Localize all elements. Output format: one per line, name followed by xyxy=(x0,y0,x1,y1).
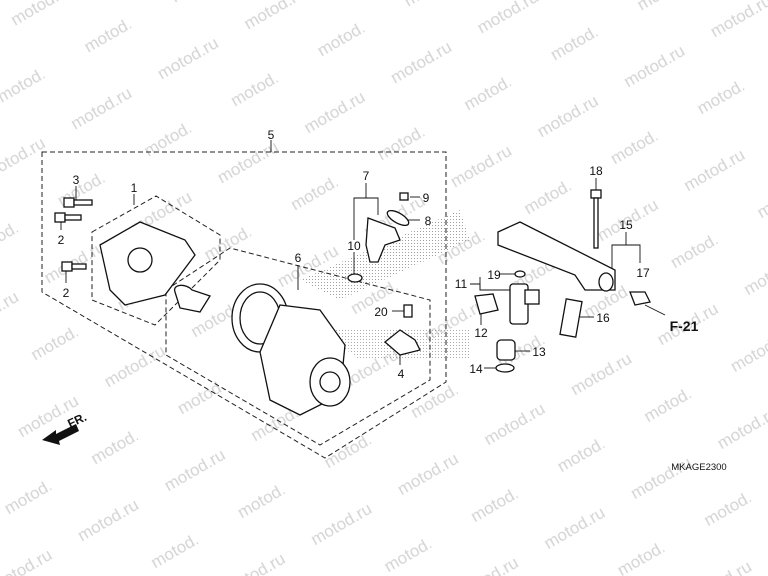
part-4-sensor xyxy=(383,329,421,356)
callout-8: 8 xyxy=(425,214,432,228)
callout-19: 19 xyxy=(487,268,501,282)
fuel-rail xyxy=(497,221,616,292)
callout-13: 13 xyxy=(532,345,546,359)
part-1-frame xyxy=(91,195,221,326)
callout-12: 12 xyxy=(474,326,488,340)
washer-19 xyxy=(514,270,526,278)
callout-17: 17 xyxy=(636,266,650,280)
callout-18: 18 xyxy=(589,164,603,178)
part-1-sensor-unit xyxy=(99,221,196,306)
o-ring-8 xyxy=(386,209,410,227)
assembly-5-frame xyxy=(41,151,447,459)
o-ring-14 xyxy=(495,363,515,373)
callout-5: 5 xyxy=(268,128,275,142)
callout-9: 9 xyxy=(423,191,430,205)
seal-13 xyxy=(496,339,516,361)
screw-20 xyxy=(403,304,413,318)
callouts: 5 1 3 2 2 6 7 9 8 10 20 4 18 15 11 19 17… xyxy=(58,128,727,473)
bolt-18 xyxy=(590,189,602,249)
reference-label: F-21 xyxy=(670,318,699,334)
part-6-throttle-body xyxy=(231,283,351,416)
callout-11: 11 xyxy=(455,277,468,291)
bolt-3 xyxy=(63,197,93,208)
injector xyxy=(509,283,540,325)
callout-20: 20 xyxy=(374,305,388,319)
part-6-frame xyxy=(165,247,431,446)
callout-1: 1 xyxy=(131,181,138,195)
bolt-2a xyxy=(54,212,82,223)
callout-3: 3 xyxy=(73,173,80,187)
diagram-code: MKAGE2300 xyxy=(671,462,726,473)
callout-4: 4 xyxy=(398,367,405,381)
callout-15: 15 xyxy=(619,218,633,232)
callout-7: 7 xyxy=(363,169,370,183)
collar-16 xyxy=(559,298,583,338)
screw-9 xyxy=(399,192,409,201)
callout-10: 10 xyxy=(347,239,361,253)
part-7-sensor xyxy=(347,217,401,283)
bolt-2b xyxy=(61,261,87,272)
callout-14: 14 xyxy=(469,362,483,376)
gasket xyxy=(173,284,211,313)
callout-16: 16 xyxy=(596,311,610,325)
clip-12 xyxy=(474,293,499,315)
callout-2: 2 xyxy=(63,286,70,300)
clip-17 xyxy=(629,291,651,306)
callout-6: 6 xyxy=(295,251,302,265)
callout-2: 2 xyxy=(58,233,65,247)
